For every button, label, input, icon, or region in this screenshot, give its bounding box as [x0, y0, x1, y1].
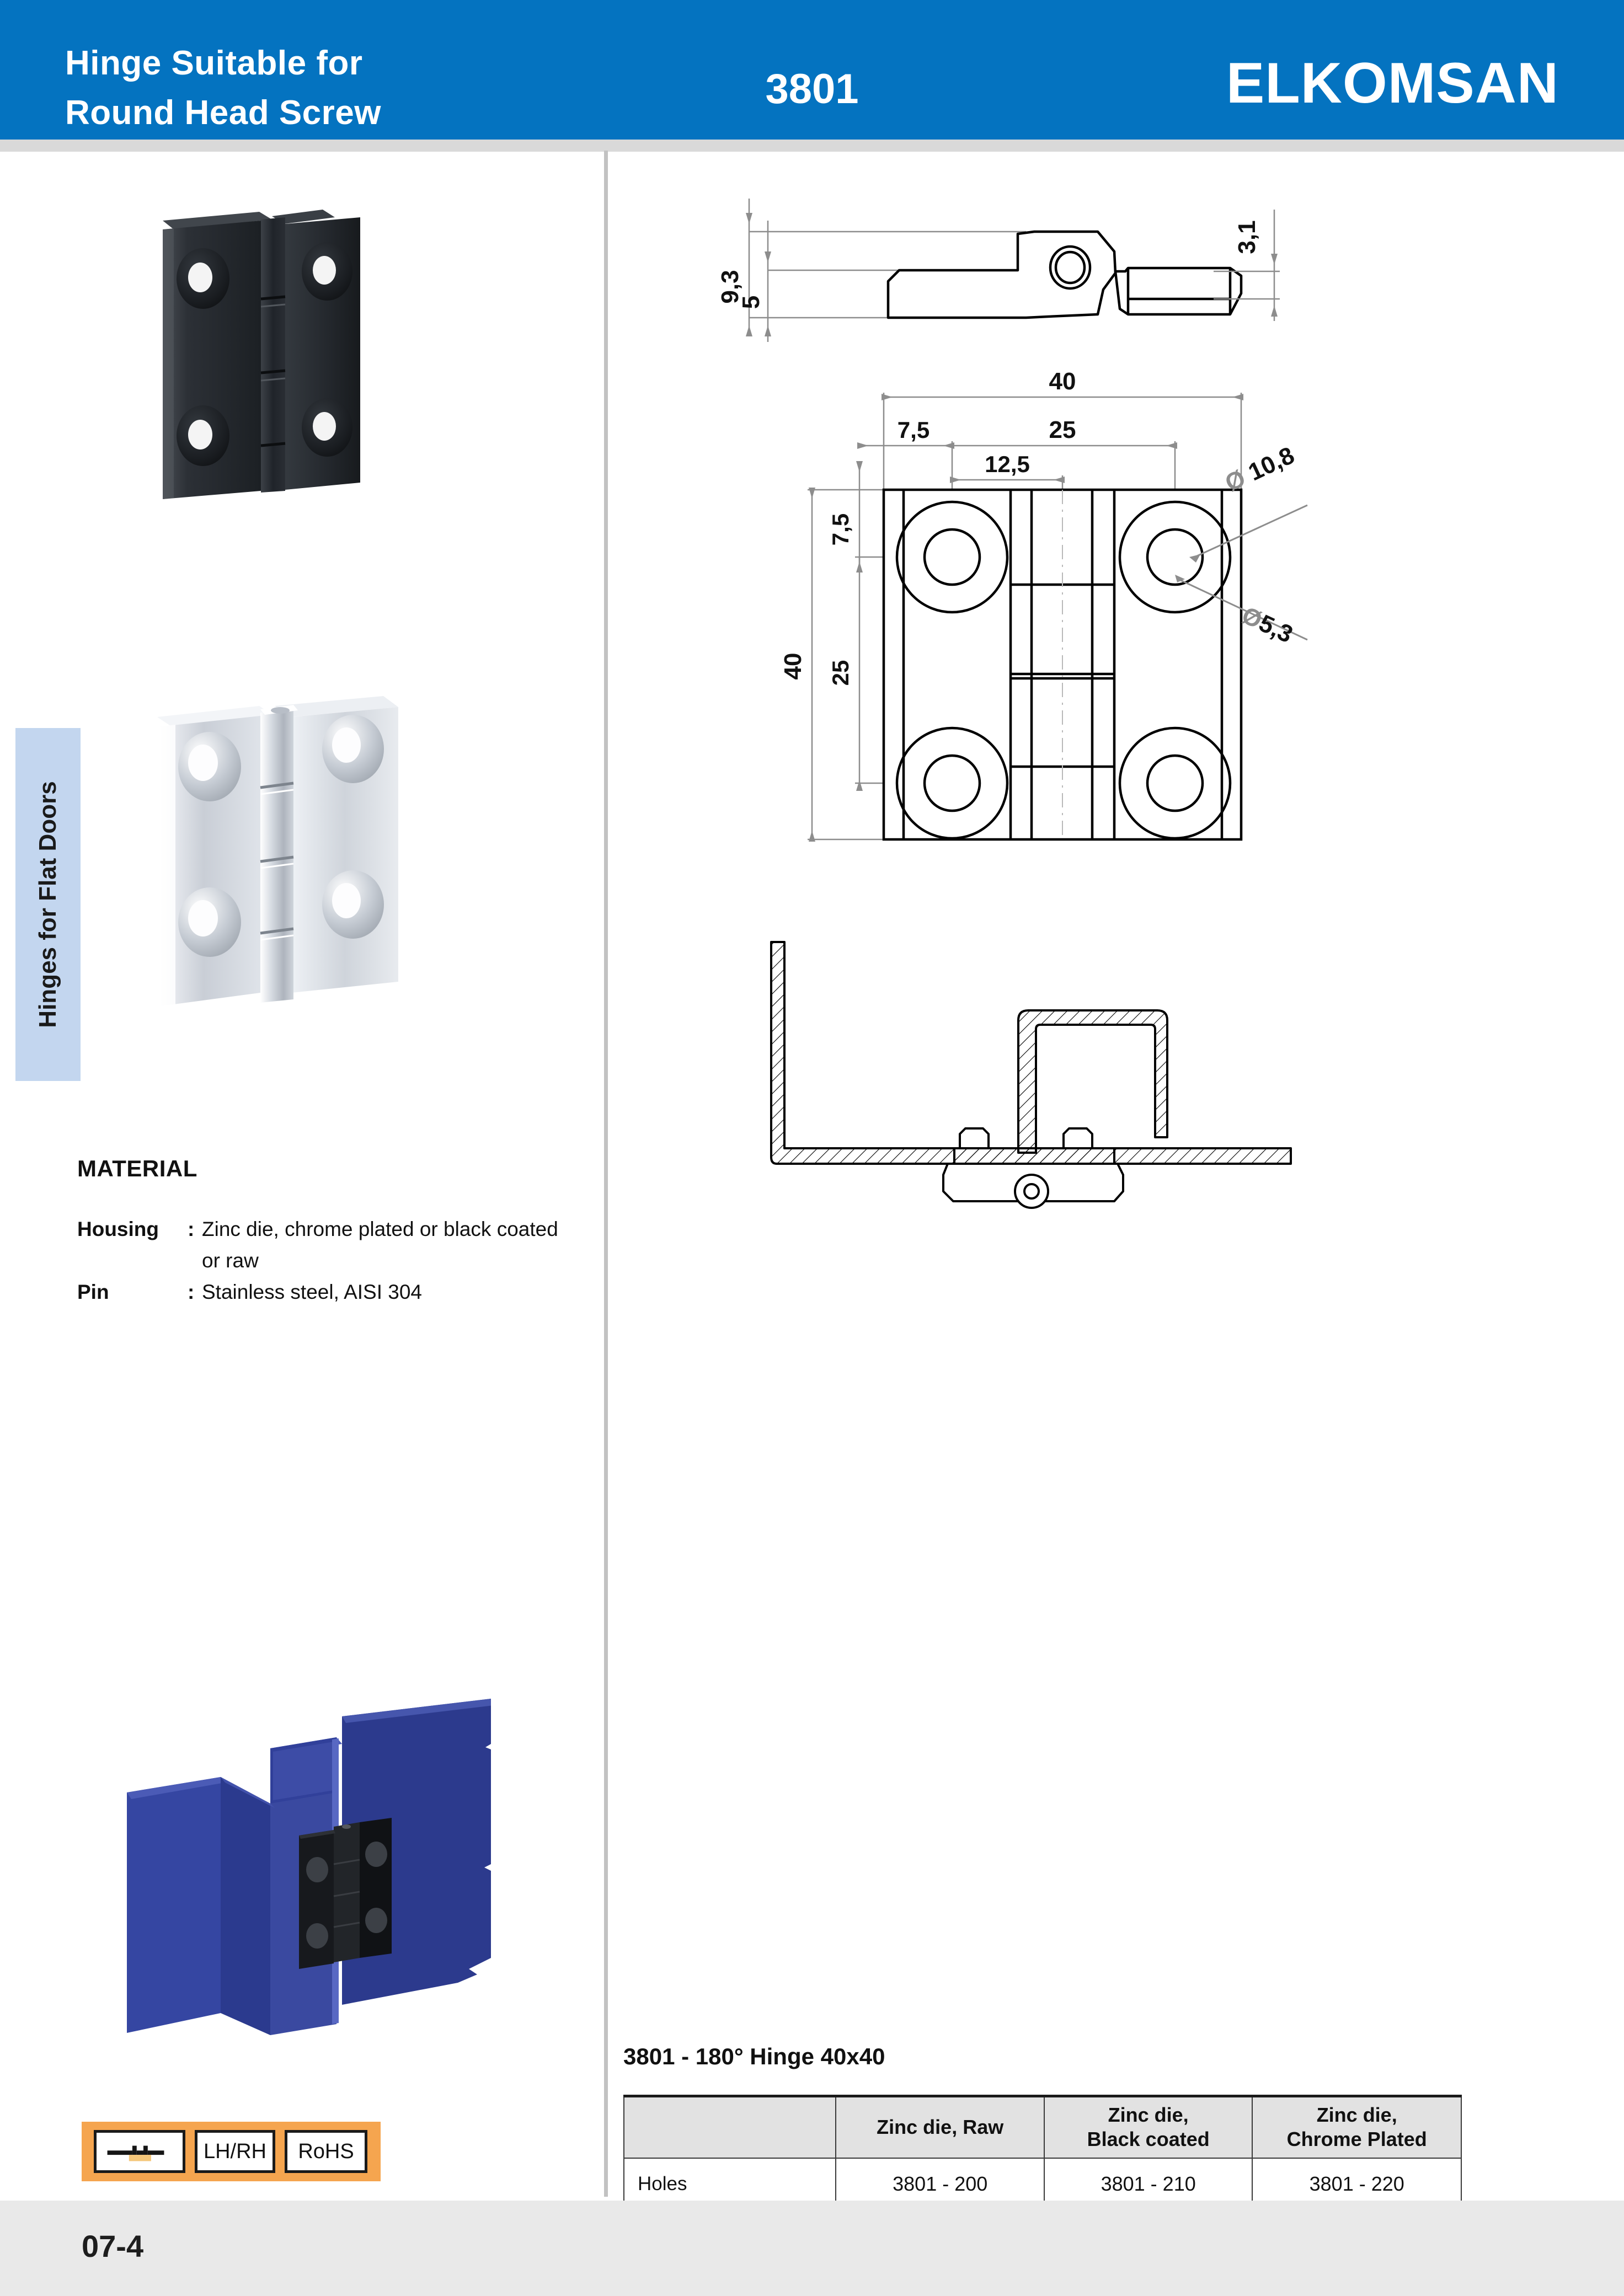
table-header-black-line2: Black coated	[1087, 2128, 1210, 2151]
rohs-badge[interactable]: RoHS	[285, 2130, 367, 2173]
material-row-pin: Pin : Stainless steel, AISI 304	[77, 1276, 607, 1308]
header-underbar	[0, 140, 1624, 152]
dim-label-7-5-vertical: 7,5	[827, 513, 853, 545]
material-list: Housing : Zinc die, chrome plated or bla…	[77, 1213, 607, 1308]
material-colon-pin: :	[188, 1281, 195, 1303]
table-header-chrome: Zinc die, Chrome Plated	[1252, 2095, 1462, 2159]
drawing-front-view: 40 7,5 25 12,5 40 7,5 25	[779, 368, 1308, 842]
dim-label-3-1: 3,1	[1233, 220, 1260, 254]
section-tab: Hinges for Flat Doors	[15, 728, 81, 1081]
badge-bar: LH/RH RoHS	[82, 2122, 381, 2181]
column-divider	[604, 151, 608, 2197]
table-header-black-line1: Zinc die,	[1108, 2104, 1189, 2127]
dim-label-7-5-horizontal: 7,5	[898, 417, 929, 443]
material-key-pin: Pin	[77, 1281, 109, 1303]
table-header-raw-line1: Zinc die, Raw	[877, 2116, 1004, 2139]
dim-label-9-3: 9,3	[717, 270, 744, 303]
header-title: Hinge Suitable for Round Head Screw	[65, 39, 381, 138]
flush-mount-icon	[107, 2145, 164, 2161]
dim-label-12-5: 12,5	[985, 451, 1030, 477]
dim-label-25-horizontal: 25	[1049, 416, 1076, 443]
product-table: Zinc die, Raw Zinc die, Black coated Zin…	[623, 2095, 1462, 2212]
section-tab-label: Hinges for Flat Doors	[34, 781, 61, 1028]
table-header-black: Zinc die, Black coated	[1043, 2095, 1253, 2159]
dim-label-diameter-10-8: Ø 10,8	[1221, 442, 1299, 497]
drawing-side-view: 9,3 5 3,1	[717, 199, 1280, 342]
table-header-raw: Zinc die, Raw	[835, 2095, 1045, 2159]
dim-label-25-vertical: 25	[827, 660, 853, 686]
drawing-section-view	[770, 941, 1292, 1209]
installation-illustration-3d	[127, 1698, 501, 2035]
page-header: Hinge Suitable for Round Head Screw 3801…	[0, 0, 1624, 140]
table-header-row: Zinc die, Raw Zinc die, Black coated Zin…	[623, 2095, 1462, 2159]
table-header-chrome-line1: Zinc die,	[1316, 2104, 1397, 2127]
brand-logo: ELKOMSAN	[1226, 51, 1559, 115]
header-title-line1: Hinge Suitable for	[65, 44, 363, 82]
hand-badge[interactable]: LH/RH	[195, 2130, 275, 2173]
dim-label-5: 5	[738, 296, 765, 309]
page-footer	[0, 2201, 1624, 2296]
product-code: 3801	[765, 66, 859, 113]
material-value-housing-cont: or raw	[202, 1249, 259, 1272]
material-value-housing: Zinc die, chrome plated or black coated	[202, 1218, 558, 1240]
material-row-housing: Housing : Zinc die, chrome plated or bla…	[77, 1213, 607, 1245]
table-title: 3801 - 180° Hinge 40x40	[623, 2043, 885, 2069]
material-colon-housing: :	[188, 1218, 195, 1240]
product-photo-black-hinge	[163, 210, 360, 499]
dim-label-40-vertical: 40	[779, 653, 806, 680]
dim-label-diameter-5-3: Ø5,3	[1238, 602, 1297, 649]
table-header-blank	[623, 2095, 837, 2159]
dim-label-40-horizontal: 40	[1049, 368, 1076, 395]
header-title-line2: Round Head Screw	[65, 94, 381, 132]
product-photo-chrome-hinge	[157, 696, 398, 1007]
material-key-housing: Housing	[77, 1218, 159, 1240]
table-header-chrome-line2: Chrome Plated	[1286, 2128, 1427, 2151]
page-number: 07-4	[82, 2229, 144, 2263]
flush-mount-badge[interactable]	[94, 2130, 185, 2173]
material-heading: MATERIAL	[77, 1155, 197, 1181]
material-value-pin: Stainless steel, AISI 304	[202, 1281, 423, 1303]
